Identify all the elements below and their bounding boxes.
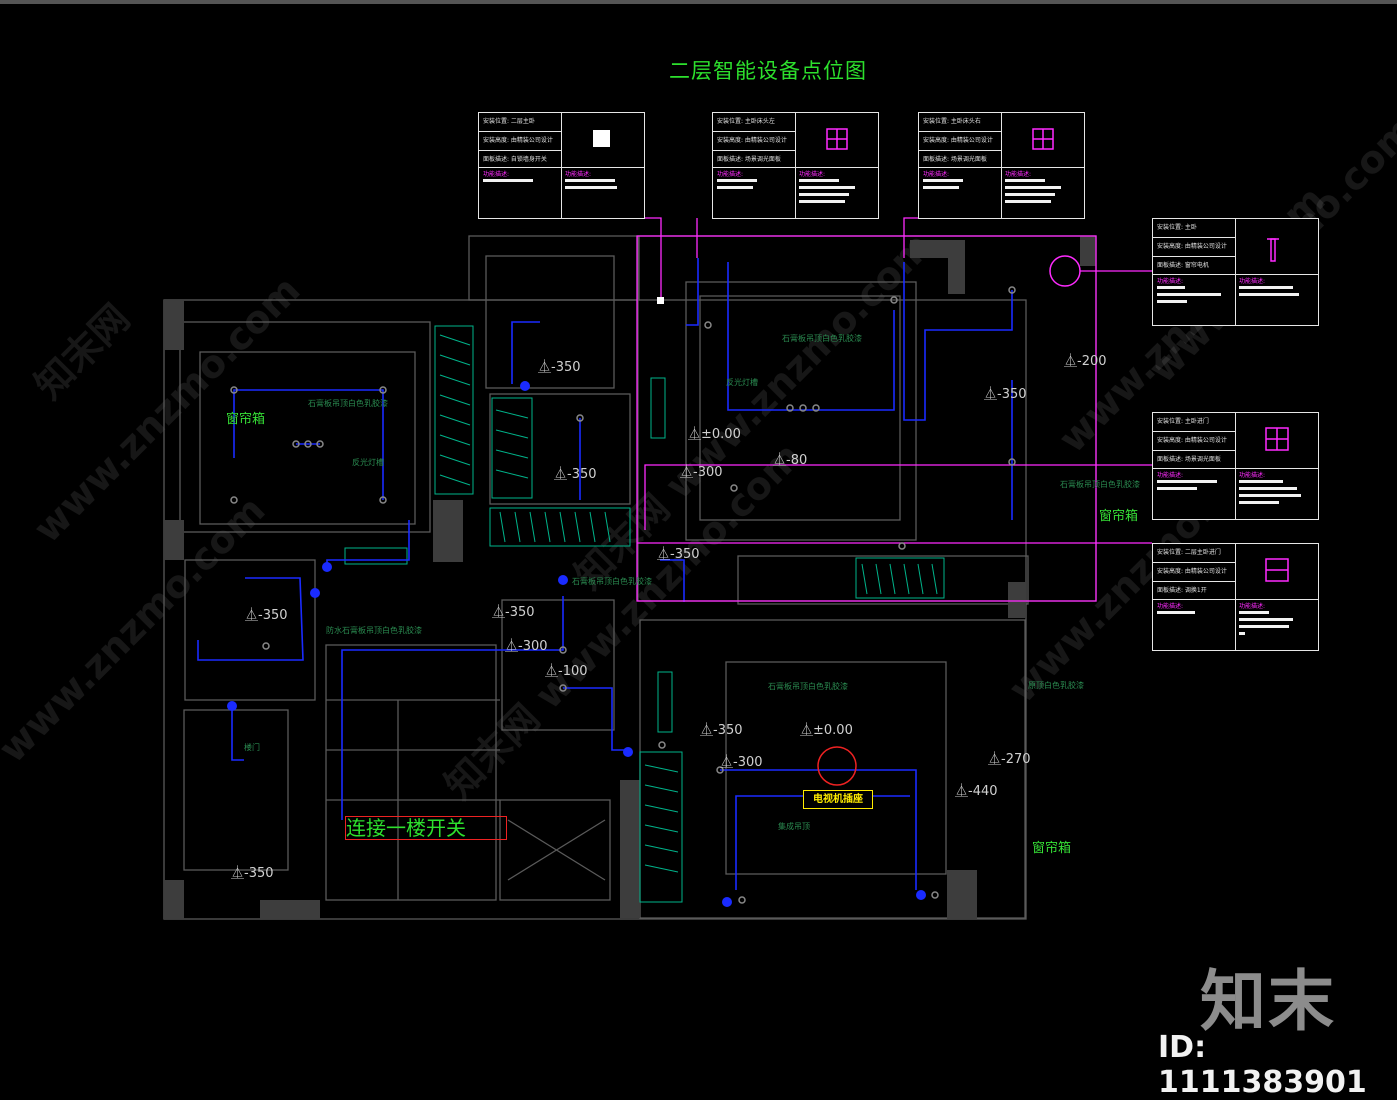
function-label: 功能描述: <box>1157 472 1184 479</box>
elevation-mark: ⏅-200 <box>1064 354 1107 369</box>
curtain-box-label: 窗帘箱 <box>226 412 266 427</box>
elevation-mark: ⏅-270 <box>988 752 1031 767</box>
info-row: 安装高度: 由精装公司设计 <box>483 137 553 144</box>
function-label: 功能描述: <box>717 171 744 178</box>
elevation-mark: ⏅-350 <box>984 387 1027 402</box>
function-label: 功能描述: <box>799 171 826 178</box>
function-label: 功能描述: <box>565 171 592 178</box>
curtain-box-label: 窗帘箱 <box>1032 841 1072 856</box>
info-row: 安装位置: 主卧床头右 <box>923 118 981 125</box>
function-label: 功能描述: <box>1005 171 1032 178</box>
elevation-mark: ⏅-350 <box>554 467 597 482</box>
info-row: 安装位置: 二层主卧进门 <box>1157 549 1221 556</box>
elevation-mark: ⏅-440 <box>955 784 998 799</box>
elevation-mark: ⏅-350 <box>492 605 535 620</box>
info-row: 面板描述: 自锁墙身开关 <box>483 156 547 163</box>
resource-id: ID: 1111383901 <box>1158 1030 1367 1100</box>
elevation-mark: ⏅-80 <box>773 453 808 468</box>
info-box-bed-left: 安装位置: 主卧床头左 安装高度: 由精装公司设计 面板描述: 场景调光面板 功… <box>712 112 879 219</box>
ceiling-note: 石膏板吊顶白色乳胶漆 <box>308 399 388 408</box>
device-markers <box>227 255 1081 907</box>
info-row: 面板描述: 场景调光面板 <box>923 156 987 163</box>
info-row: 面板描述: 窗帘电机 <box>1157 262 1209 269</box>
function-label: 功能描述: <box>483 171 510 178</box>
ceiling-note: 石膏板吊顶白色乳胶漆 <box>782 334 862 343</box>
info-row: 安装高度: 由精装公司设计 <box>1157 243 1227 250</box>
info-row: 安装位置: 主卧进门 <box>1157 418 1209 425</box>
info-row: 安装位置: 主卧 <box>1157 224 1197 231</box>
info-box-bedroom-switch: 安装位置: 二层主卧 安装高度: 由精装公司设计 面板描述: 自锁墙身开关 功能… <box>478 112 645 219</box>
elevation-mark: ⏅-350 <box>245 608 288 623</box>
ceiling-note: 原顶白色乳胶漆 <box>1028 681 1084 690</box>
info-row: 安装高度: 由精装公司设计 <box>1157 437 1227 444</box>
info-row: 安装高度: 由精装公司设计 <box>1157 568 1227 575</box>
elevation-mark: ⏅-350 <box>657 547 700 562</box>
solid-wall-blocks <box>164 236 1096 919</box>
connect-first-floor-switch-label: 连接一楼开关 <box>345 816 507 840</box>
ceiling-note: 防水石膏板吊顶白色乳胶漆 <box>326 626 422 635</box>
closet-fixtures <box>344 325 945 903</box>
info-row: 安装位置: 主卧床头左 <box>717 118 775 125</box>
brand-logo: 知末 <box>1200 963 1336 1040</box>
light-points <box>230 286 1016 904</box>
ceiling-note: 楼门 <box>244 743 260 752</box>
elevation-mark: ⏅-300 <box>680 465 723 480</box>
ceiling-note: 石膏板吊顶白色乳胶漆 <box>572 577 652 586</box>
info-box-bedroom-entry: 安装位置: 主卧进门 安装高度: 由精装公司设计 面板描述: 场景调光面板 功能… <box>1152 412 1319 520</box>
ceiling-note: 反光灯槽 <box>726 378 758 387</box>
ceiling-note: 集成吊顶 <box>778 822 810 831</box>
function-label: 功能描述: <box>1157 603 1184 610</box>
info-box-entry-switch: 安装位置: 二层主卧进门 安装高度: 由精装公司设计 面板描述: 调换1开 功能… <box>1152 543 1319 651</box>
info-row: 安装高度: 由精装公司设计 <box>717 137 787 144</box>
four-grid-panel-icon <box>826 128 848 150</box>
elevation-mark: ⏅-350 <box>231 866 274 881</box>
info-row: 面板描述: 调换1开 <box>1157 587 1207 594</box>
function-label: 功能描述: <box>1239 603 1266 610</box>
info-row: 面板描述: 场景调光面板 <box>717 156 781 163</box>
function-label: 功能描述: <box>1157 278 1184 285</box>
four-grid-panel-icon <box>1265 427 1289 451</box>
elevation-mark: ⏅±0.00 <box>800 723 853 738</box>
ceiling-note: 石膏板吊顶白色乳胶漆 <box>768 682 848 691</box>
elevation-mark: ⏅-300 <box>720 755 763 770</box>
curtain-box-label: 窗帘箱 <box>1099 509 1139 524</box>
drawing-title: 二层智能设备点位图 <box>669 59 867 83</box>
curtain-motor-icon <box>1267 238 1279 262</box>
ceiling-note: 反光灯槽 <box>352 458 384 467</box>
elevation-mark: ⏅-350 <box>538 360 581 375</box>
info-box-curtain-motor: 安装位置: 主卧 安装高度: 由精装公司设计 面板描述: 窗帘电机 功能描述: … <box>1152 218 1319 326</box>
two-split-panel-icon <box>1265 558 1289 582</box>
elevation-mark: ⏅-350 <box>700 723 743 738</box>
function-label: 功能描述: <box>1239 472 1266 479</box>
closet-hanger-lines <box>439 334 938 873</box>
function-label: 功能描述: <box>1239 278 1266 285</box>
window-top-border <box>0 0 1397 4</box>
info-row: 安装高度: 由精装公司设计 <box>923 137 993 144</box>
wiring-lines <box>197 258 1013 890</box>
info-box-bed-right: 安装位置: 主卧床头右 安装高度: 由精装公司设计 面板描述: 场景调光面板 功… <box>918 112 1085 219</box>
info-row: 面板描述: 场景调光面板 <box>1157 456 1221 463</box>
info-row: 安装位置: 二层主卧 <box>483 118 535 125</box>
function-label: 功能描述: <box>923 171 950 178</box>
elevation-mark: ⏅-100 <box>545 664 588 679</box>
elevation-mark: ⏅±0.00 <box>688 427 741 442</box>
ceiling-note: 石膏板吊顶白色乳胶漆 <box>1060 480 1140 489</box>
solid-square-icon <box>593 130 610 147</box>
magenta-callout-lines <box>636 217 1152 602</box>
tv-socket-label: 电视机插座 <box>803 790 873 809</box>
four-grid-panel-icon <box>1032 128 1054 150</box>
elevation-mark: ⏅-300 <box>505 639 548 654</box>
